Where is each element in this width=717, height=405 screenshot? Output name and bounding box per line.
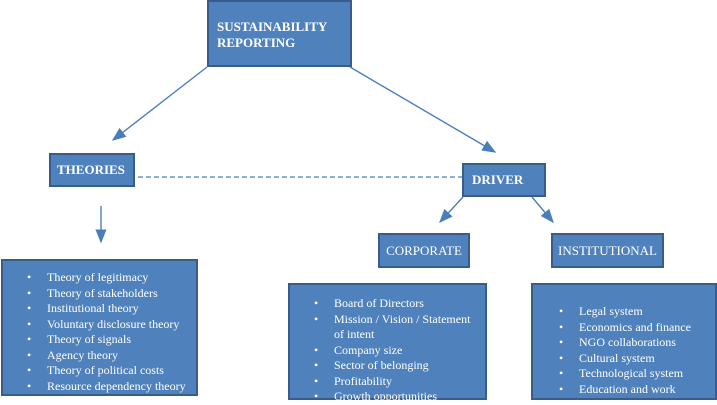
list-item: •Technological system <box>559 366 684 380</box>
list-item: •Mission / Vision / Statement of intent <box>314 311 471 342</box>
arrow-root-to-driver <box>349 66 497 153</box>
list-item: •Voluntary disclosure theory <box>27 316 180 331</box>
institutional-box: INSTITUTIONAL <box>551 233 664 268</box>
list-item: •Sector of belonging <box>314 358 429 372</box>
list-item: •Resource dependency theory <box>27 378 186 393</box>
list-item: •Agency theory <box>27 347 118 362</box>
theories-label: THEORIES <box>57 162 125 177</box>
list-item: •Growth opportunities <box>314 389 437 403</box>
list-item: •Board of Directors <box>314 296 424 310</box>
list-item: •Theory of signals <box>27 332 131 346</box>
corporate-box: CORPORATE <box>378 233 470 268</box>
sustainability-reporting-label: SUSTAINABILITY REPORTING <box>217 19 327 50</box>
list-item: •Theory of legitimacy <box>27 270 149 284</box>
theories-box: THEORIES <box>49 153 135 187</box>
corporate-label: CORPORATE <box>386 242 462 258</box>
driver-box: DRIVER <box>462 163 546 197</box>
sustainability-reporting-box: SUSTAINABILITY REPORTING <box>207 0 352 67</box>
theories-list: •Theory of legitimacy •Theory of stakeho… <box>27 270 190 394</box>
list-item: •Theory of stakeholders <box>27 285 158 300</box>
institutional-label: INSTITUTIONAL <box>558 242 657 258</box>
list-item: •Legal system <box>559 304 643 318</box>
corporate-list: •Board of Directors •Mission / Vision / … <box>314 296 479 405</box>
arrow-driver-to-institutional <box>531 196 554 224</box>
list-item: •NGO collaborations <box>559 335 676 349</box>
list-item: •Cultural system <box>559 350 655 365</box>
theories-list-box: •Theory of legitimacy •Theory of stakeho… <box>1 259 198 396</box>
list-item: •Institutional theory <box>27 301 139 315</box>
list-item: •Theory of political costs <box>27 363 164 377</box>
driver-label: DRIVER <box>472 172 524 187</box>
institutional-list: •Legal system •Economics and finance •NG… <box>559 304 711 397</box>
arrow-root-to-theories <box>111 66 208 141</box>
corporate-list-box: •Board of Directors •Mission / Vision / … <box>288 283 487 403</box>
list-item: •Economics and finance <box>559 319 691 334</box>
institutional-list-box: •Legal system •Economics and finance •NG… <box>531 283 717 400</box>
list-item: •Profitability <box>314 373 392 388</box>
list-item: •Education and work <box>559 381 676 396</box>
list-item: •Company size <box>314 342 403 357</box>
arrow-driver-to-corporate <box>439 196 464 224</box>
